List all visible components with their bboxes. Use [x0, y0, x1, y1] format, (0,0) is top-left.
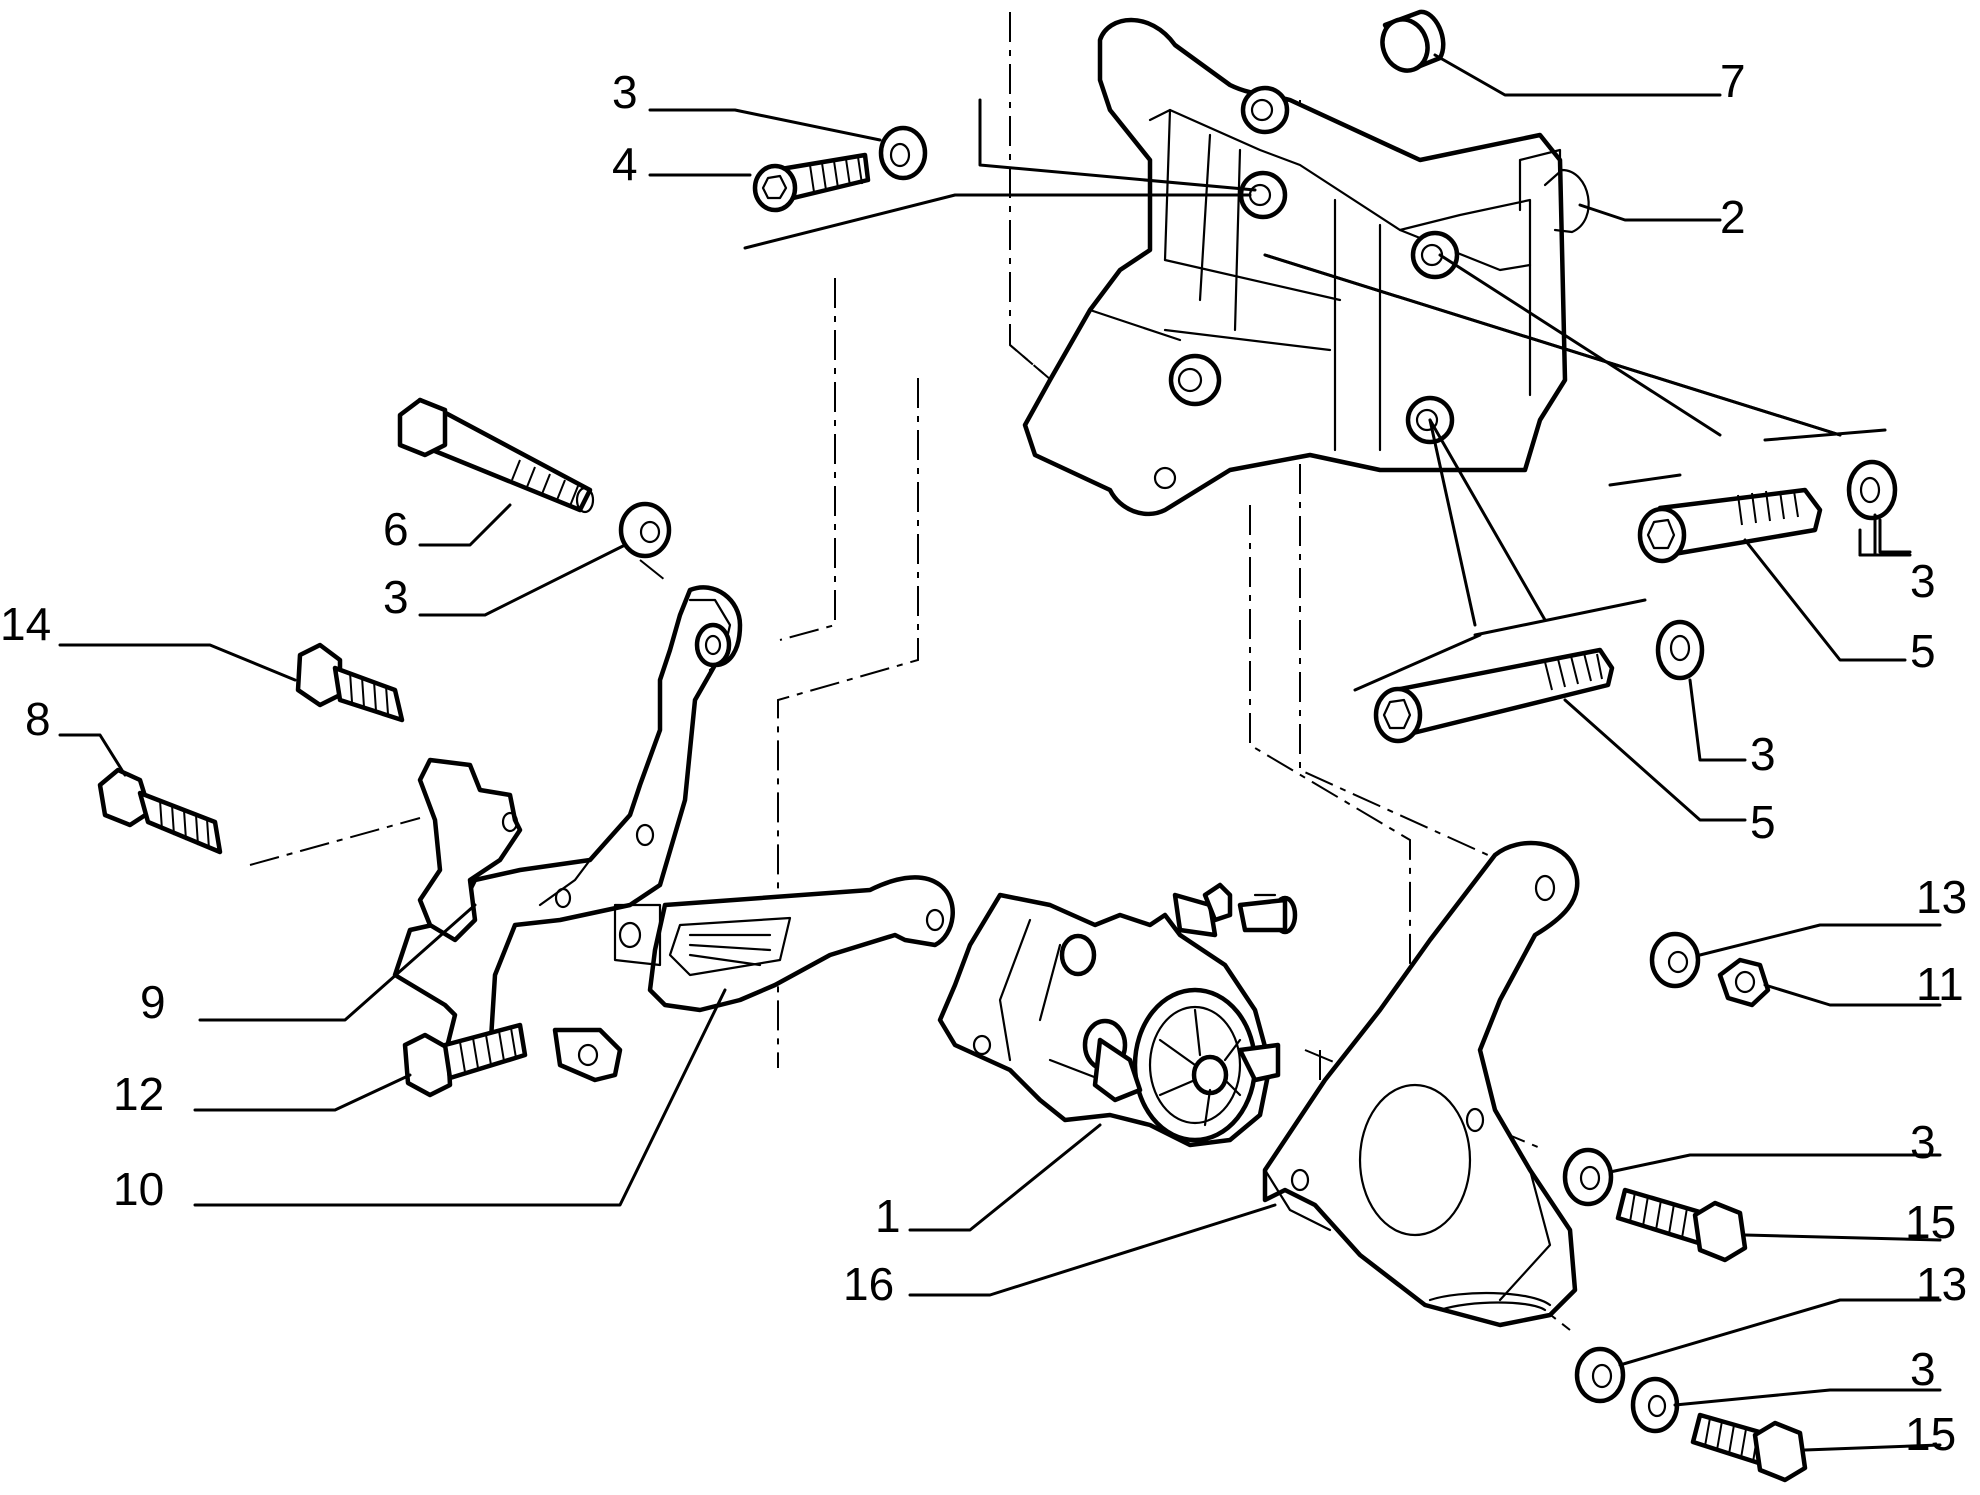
callout-11: 11 [1916, 958, 1964, 1010]
bolt-14 [295, 642, 405, 723]
washer-3-right-upper [1846, 459, 1898, 521]
bolt-6 [397, 397, 595, 514]
vacuum-pump-1 [937, 882, 1298, 1148]
callout-3: 3 [612, 66, 638, 118]
callout-15: 15 [1905, 1408, 1956, 1460]
callout-10: 10 [113, 1163, 164, 1215]
screw-15-upper [1615, 1187, 1748, 1263]
spacer-sleeve [1380, 9, 1446, 73]
leader-lines [58, 53, 1942, 1452]
callout-9: 9 [140, 976, 166, 1028]
nut-11 [1717, 957, 1771, 1008]
screw-15-lower [1690, 1412, 1808, 1483]
washer-3-top [878, 125, 928, 181]
callout-13: 13 [1916, 1258, 1967, 1310]
callout-3: 3 [1910, 1343, 1936, 1395]
callout-15: 15 [1905, 1196, 1956, 1248]
screw-4 [752, 152, 871, 213]
callout-16: 16 [843, 1258, 894, 1310]
callout-1: 1 [875, 1190, 901, 1242]
bolt-8 [97, 767, 223, 855]
callout-3: 3 [1910, 1116, 1936, 1168]
callout-labels: 3 4 7 2 6 3 14 8 3 5 3 5 9 13 11 12 10 3… [0, 55, 1967, 1460]
washer-3-right-lower [1655, 619, 1705, 681]
mounting-plate-16 [1262, 840, 1580, 1328]
callout-5: 5 [1910, 625, 1936, 677]
callout-4: 4 [612, 138, 638, 190]
callout-2: 2 [1720, 191, 1746, 243]
callout-6: 6 [383, 503, 409, 555]
bolt-12 [402, 1022, 528, 1098]
washer-3-bottom [1630, 1376, 1680, 1434]
callout-3: 3 [1910, 555, 1936, 607]
small-bracket-10 [613, 875, 955, 1013]
main-mounting-bracket [1022, 17, 1590, 517]
callout-3: 3 [1750, 728, 1776, 780]
curved-bracket-9 [392, 585, 743, 1083]
washer-3-mid [1562, 1147, 1614, 1207]
callout-12: 12 [113, 1068, 164, 1120]
callout-7: 7 [1720, 55, 1746, 107]
washer-3-left [618, 501, 672, 559]
callout-8: 8 [25, 693, 51, 745]
callout-13: 13 [1916, 871, 1967, 923]
washer-13-lower [1574, 1346, 1626, 1404]
callout-5: 5 [1750, 796, 1776, 848]
screw-5-upper [1637, 487, 1823, 564]
screw-5-lower [1373, 647, 1615, 744]
callout-14: 14 [0, 598, 51, 650]
callout-3: 3 [383, 571, 409, 623]
washer-13-upper [1649, 931, 1701, 989]
